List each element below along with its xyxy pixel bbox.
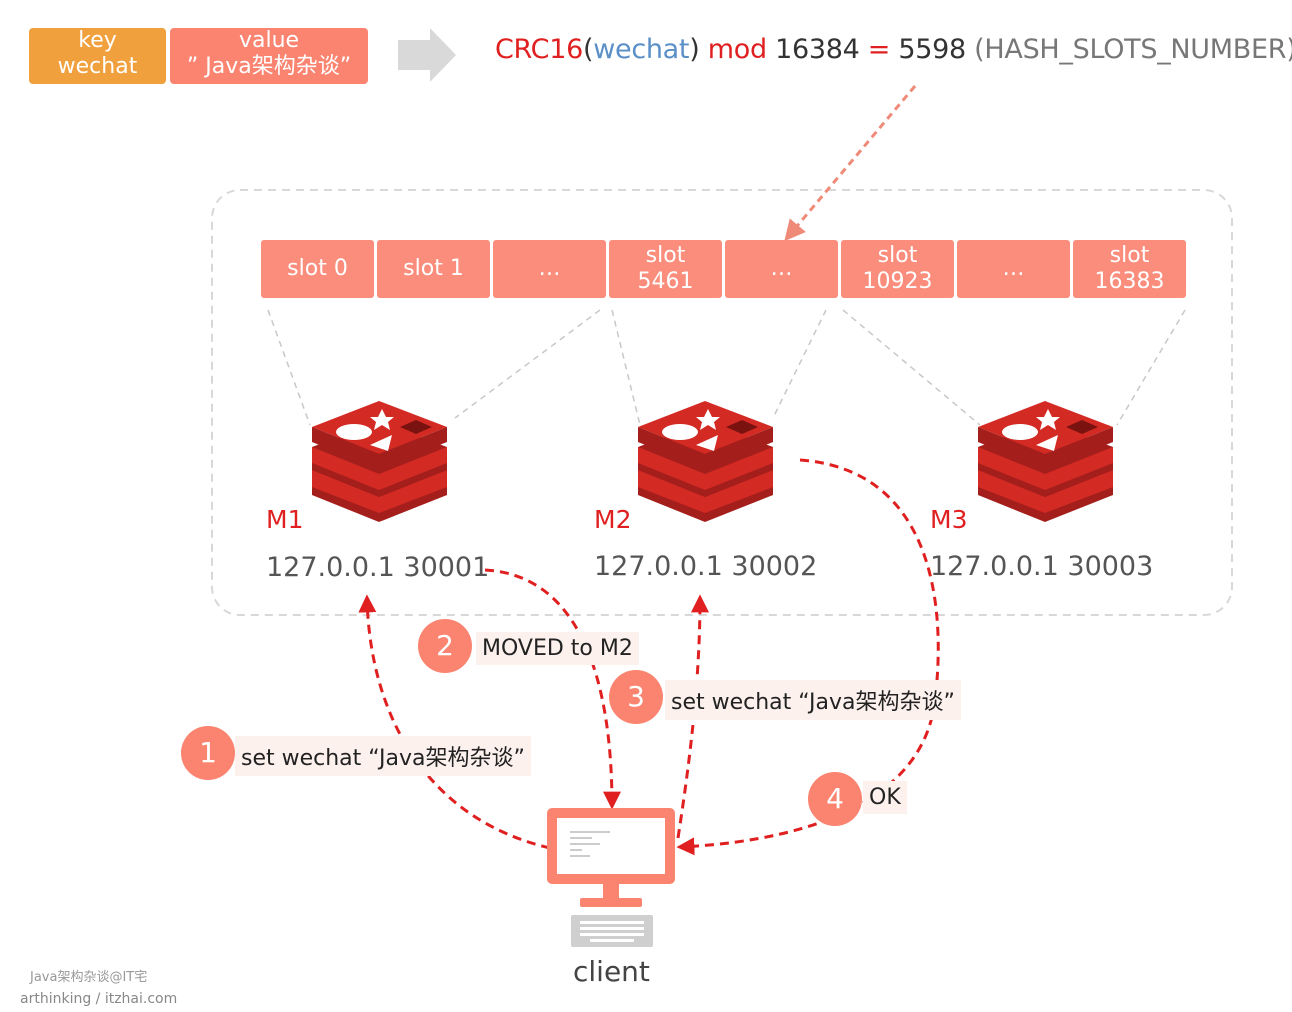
slot-5461: slot 5461 [609, 240, 722, 298]
slot-label: slot 1 [403, 256, 464, 281]
formula-arg: wechat [593, 34, 690, 65]
arrow-right-icon [398, 28, 456, 82]
formula-result: 5598 [898, 34, 966, 65]
key-box: key wechat [29, 28, 166, 84]
step-1-badge: 1 [181, 726, 235, 780]
formula-eq: = [859, 34, 899, 65]
step-3-badge: 3 [609, 670, 663, 724]
hash-formula: CRC16(wechat) mod 16384 = 5598 (HASH_SLO… [495, 34, 1292, 65]
redis-icon [638, 401, 773, 522]
node-m3-name: M3 [930, 505, 968, 534]
value-box: value ” Java架构杂谈” [170, 28, 368, 84]
step-4-badge: 4 [808, 772, 862, 826]
redis-icon [312, 401, 447, 522]
step2-arrow [484, 568, 621, 810]
monitor-icon [547, 808, 675, 907]
slot-label: slot [645, 243, 686, 268]
slot-number: 5461 [637, 269, 694, 294]
slot-16383: slot 16383 [1073, 240, 1186, 298]
node-m1-addr: 127.0.0.1 30001 [266, 552, 490, 583]
slot-ellipsis-3: … [957, 240, 1070, 298]
keyboard-icon [571, 915, 653, 947]
slot-label: slot [877, 243, 918, 268]
watermark-line1: Java架构杂谈@IT宅 [30, 970, 148, 985]
slot-ellipsis-1: … [493, 240, 606, 298]
node-m2-addr: 127.0.0.1 30002 [594, 551, 818, 582]
slot-label: … [770, 256, 793, 281]
step-1-label: set wechat “Java架构杂谈” [235, 736, 531, 776]
formula-modulus: 16384 [775, 34, 860, 65]
formula-fn: CRC16 [495, 34, 583, 65]
formula-mod: mod [699, 34, 776, 65]
slot-label: … [538, 256, 561, 281]
node-m3-addr: 127.0.0.1 30003 [930, 551, 1154, 582]
slot-ellipsis-2: … [725, 240, 838, 298]
step3-arrow [676, 594, 709, 839]
client-label: client [573, 955, 650, 988]
step-4-label: OK [863, 781, 907, 814]
slot-0: slot 0 [261, 240, 374, 298]
node-m2-name: M2 [594, 505, 632, 534]
slot-label: … [1002, 256, 1025, 281]
slot-pointer-arrow [784, 85, 917, 242]
cluster-container [211, 189, 1233, 616]
key-title: key [78, 28, 117, 53]
slot-number: 16383 [1094, 269, 1165, 294]
value-title: value [238, 28, 300, 53]
slot-label: slot 0 [287, 256, 348, 281]
slot-node-connectors [267, 309, 1186, 426]
formula-close: ) [689, 34, 700, 65]
slot-10923: slot 10923 [841, 240, 954, 298]
step-2-badge: 2 [418, 619, 472, 673]
watermark-line2: arthinking / itzhai.com [20, 991, 178, 1007]
step-3-label: set wechat “Java架构杂谈” [665, 680, 961, 720]
slot-number: 10923 [862, 269, 933, 294]
redis-icon [978, 401, 1113, 522]
slot-label: slot [1109, 243, 1150, 268]
slot-1: slot 1 [377, 240, 490, 298]
step-2-label: MOVED to M2 [476, 632, 639, 665]
key-value: wechat [57, 54, 138, 79]
value-value: ” Java架构杂谈” [186, 54, 352, 79]
step4-arrow [676, 458, 940, 856]
formula-open: ( [582, 34, 594, 65]
formula-note: (HASH_SLOTS_NUMBER) [965, 34, 1292, 65]
node-m1-name: M1 [266, 505, 304, 534]
